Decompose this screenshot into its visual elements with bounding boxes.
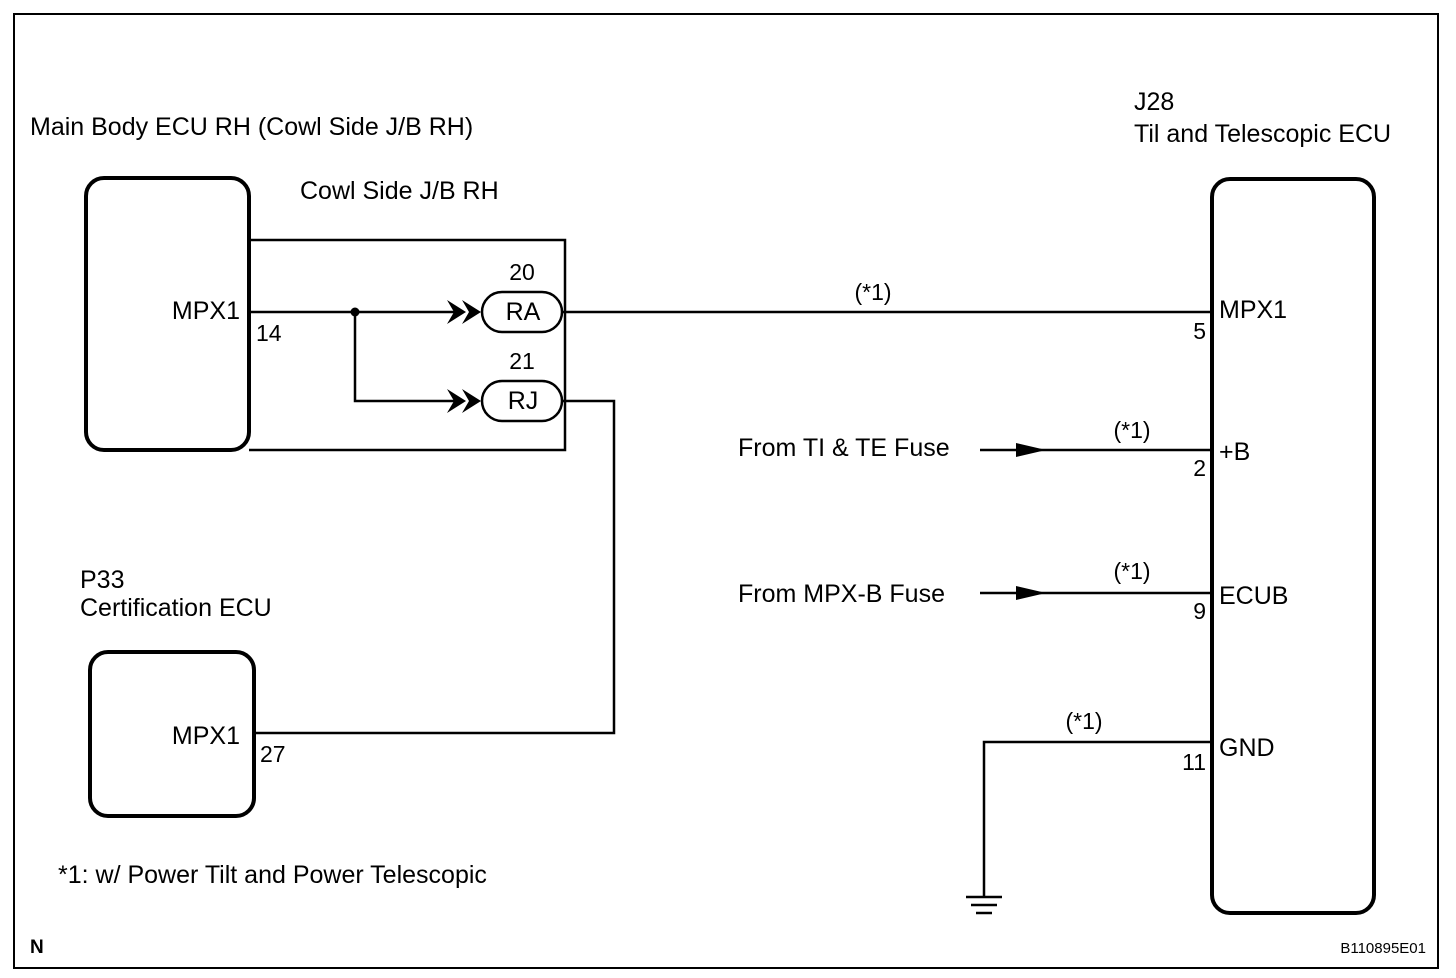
connector-ra-arrow-icon	[447, 300, 481, 324]
right-ecu-pin-gnd: 11	[1182, 749, 1206, 775]
wire-ecub-note: (*1)	[1113, 558, 1150, 584]
wire-gnd	[982, 740, 1212, 897]
wire-mpx1-note: (*1)	[854, 279, 891, 305]
left-ecu-terminal-name: MPX1	[172, 297, 240, 325]
right-ecu-terminal-mpx1: MPX1	[1219, 296, 1287, 324]
certification-ecu-code: P33	[80, 566, 124, 594]
connector-ra-pin: 20	[509, 259, 535, 285]
source-ti-te-fuse: From TI & TE Fuse	[738, 434, 950, 462]
right-ecu-terminal-gnd: GND	[1219, 734, 1275, 762]
left-ecu-box	[84, 176, 251, 452]
connector-rj-code: RJ	[508, 387, 539, 415]
connector-rj-arrow-icon	[447, 389, 481, 413]
wire-splice-to-rj	[353, 312, 460, 403]
corner-mark: N	[30, 937, 44, 958]
footnote: *1: w/ Power Tilt and Power Telescopic	[58, 861, 487, 889]
right-ecu-terminal-b: +B	[1219, 438, 1250, 466]
ground-icon	[966, 895, 1002, 915]
right-ecu-terminal-ecub: ECUB	[1219, 582, 1288, 610]
figure-id: B110895E01	[1340, 940, 1426, 957]
right-ecu-pin-b: 2	[1193, 455, 1206, 481]
wire-gnd-note: (*1)	[1065, 708, 1102, 734]
junction-block-title: Cowl Side J/B RH	[300, 177, 499, 205]
right-ecu-box	[1210, 177, 1376, 915]
connector-rj-pin: 21	[509, 348, 535, 374]
right-ecu-title: Til and Telescopic ECU	[1134, 120, 1391, 148]
junction-block-outline	[249, 238, 567, 452]
right-ecu-pin-mpx1: 5	[1193, 318, 1206, 344]
certification-ecu-box	[88, 650, 256, 818]
right-ecu-code: J28	[1134, 88, 1174, 116]
left-ecu-title: Main Body ECU RH (Cowl Side J/B RH)	[30, 113, 473, 141]
mpx-b-fuse-arrow-icon	[1016, 586, 1046, 600]
right-ecu-pin-ecub: 9	[1193, 598, 1206, 624]
connector-ra-code: RA	[506, 298, 541, 326]
wire-rj-to-certification-ecu	[255, 399, 616, 735]
wire-b-note: (*1)	[1113, 417, 1150, 443]
diagram-frame	[13, 13, 1439, 969]
certification-ecu-title: Certification ECU	[80, 594, 272, 622]
certification-ecu-terminal-pin: 27	[260, 741, 286, 767]
certification-ecu-terminal-name: MPX1	[172, 722, 240, 750]
left-ecu-terminal-pin: 14	[256, 320, 282, 346]
ti-te-fuse-arrow-icon	[1016, 443, 1046, 457]
source-mpx-b-fuse: From MPX-B Fuse	[738, 580, 945, 608]
